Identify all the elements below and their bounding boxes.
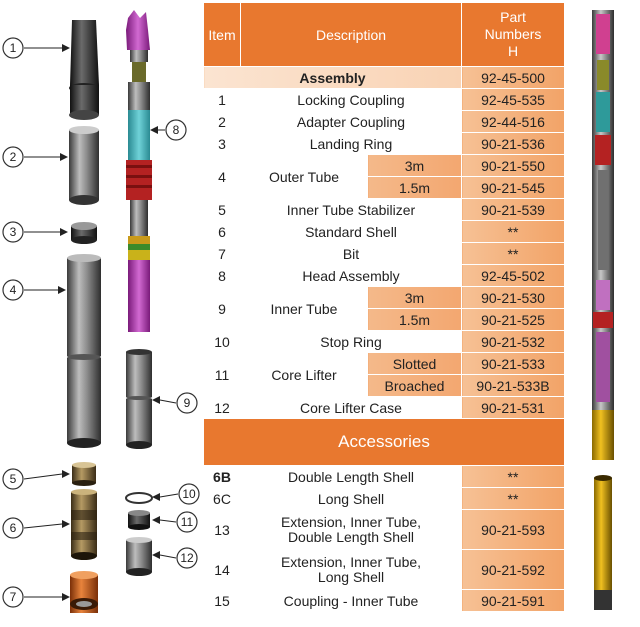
table-header: Item Description Part Numbers H — [203, 2, 565, 67]
table-row: 1 Locking Coupling 92-45-535 — [203, 88, 565, 111]
callout-1: 1 — [2, 37, 24, 59]
table-row: 15 Coupling - Inner Tube 90-21-591 — [203, 589, 565, 612]
header-part-numbers: Part Numbers H — [461, 2, 565, 67]
table-row: Broached 90-21-533B — [204, 374, 565, 397]
table-row: 6B Double Length Shell ** — [203, 465, 565, 488]
callout-11: 11 — [176, 511, 198, 533]
svg-text:12: 12 — [180, 551, 194, 565]
cutaway-assembly-illustration — [592, 10, 614, 610]
assembly-label: Assembly — [203, 66, 462, 89]
bit-part — [70, 571, 98, 613]
table-row: 8 Head Assembly 92-45-502 — [203, 264, 565, 287]
locking-coupling-part — [69, 20, 99, 120]
parts-table: Item Description Part Numbers H Assembly… — [203, 2, 565, 612]
stabilizer-part — [72, 462, 96, 486]
table-row: 14 Extension, Inner Tube, Long Shell 90-… — [203, 549, 565, 590]
callout-10: 10 — [178, 483, 200, 505]
core-lifter-case-part — [126, 537, 152, 576]
svg-text:6: 6 — [10, 521, 17, 535]
table-row: 11 Core Lifter Slotted 90-21-533 — [203, 352, 565, 397]
svg-text:4: 4 — [10, 283, 17, 297]
callout-8: 8 — [165, 119, 187, 141]
table-row: 13 Extension, Inner Tube, Double Length … — [203, 509, 565, 550]
table-row: 4 Outer Tube 3m 90-21-550 — [203, 154, 565, 199]
callout-4: 4 — [2, 279, 24, 301]
svg-text:3: 3 — [10, 225, 17, 239]
table-row: 3 Landing Ring 90-21-536 — [203, 132, 565, 155]
standard-shell-part — [71, 489, 97, 560]
callout-6: 6 — [2, 517, 24, 539]
head-assembly-part — [126, 10, 152, 332]
callout-2: 2 — [2, 146, 24, 168]
accessories-title: Accessories — [203, 418, 565, 466]
callout-9: 9 — [176, 392, 198, 414]
assembly-row: Assembly 92-45-500 — [203, 66, 565, 89]
parts-illustration: 1 2 3 4 5 6 7 8 9 10 11 12 — [2, 10, 200, 613]
header-description: Description — [240, 2, 462, 67]
table-row: 10 Stop Ring 90-21-532 — [203, 330, 565, 353]
svg-text:1: 1 — [10, 41, 17, 55]
table-row: 6C Long Shell ** — [203, 487, 565, 510]
svg-text:7: 7 — [10, 590, 17, 604]
accessories-header: Accessories — [203, 418, 565, 466]
outer-tube-part — [67, 254, 101, 448]
svg-text:9: 9 — [184, 396, 191, 410]
adapter-coupling-part — [69, 126, 99, 205]
svg-text:2: 2 — [10, 150, 17, 164]
callout-5: 5 — [2, 468, 24, 490]
stop-ring-part — [125, 492, 153, 504]
header-item: Item — [203, 2, 241, 67]
inner-tube-part — [126, 349, 152, 449]
table-row: 12 Core Lifter Case 90-21-531 — [203, 396, 565, 419]
table-row: 6 Standard Shell ** — [203, 220, 565, 243]
table-row: 2 Adapter Coupling 92-44-516 — [203, 110, 565, 133]
assembly-part: 92-45-500 — [461, 66, 565, 89]
callout-7: 7 — [2, 586, 24, 608]
landing-ring-part — [71, 222, 97, 244]
table-row: 9 Inner Tube 3m 90-21-530 — [203, 286, 565, 331]
table-row: 7 Bit ** — [203, 242, 565, 265]
core-lifter-part — [128, 510, 150, 530]
callout-12: 12 — [176, 547, 198, 569]
svg-text:11: 11 — [181, 515, 194, 529]
svg-text:5: 5 — [10, 472, 17, 486]
callout-3: 3 — [2, 221, 24, 243]
svg-text:8: 8 — [173, 123, 180, 137]
svg-text:10: 10 — [182, 487, 196, 501]
table-row: 5 Inner Tube Stabilizer 90-21-539 — [203, 198, 565, 221]
